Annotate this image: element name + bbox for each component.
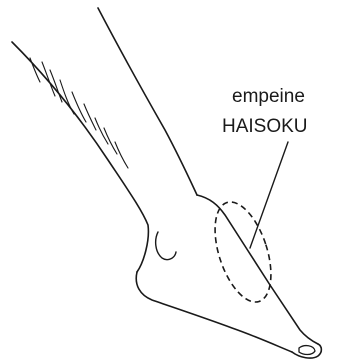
calf-outline xyxy=(12,42,148,272)
label-leader-line xyxy=(250,142,288,248)
leg-hair-strokes xyxy=(30,58,128,168)
toenail xyxy=(299,346,315,355)
instep-highlight-oval xyxy=(204,195,282,309)
label-haisoku: HAISOKU xyxy=(222,116,308,137)
label-empeine: empeine xyxy=(232,86,305,107)
ankle-bone-detail xyxy=(156,232,176,260)
